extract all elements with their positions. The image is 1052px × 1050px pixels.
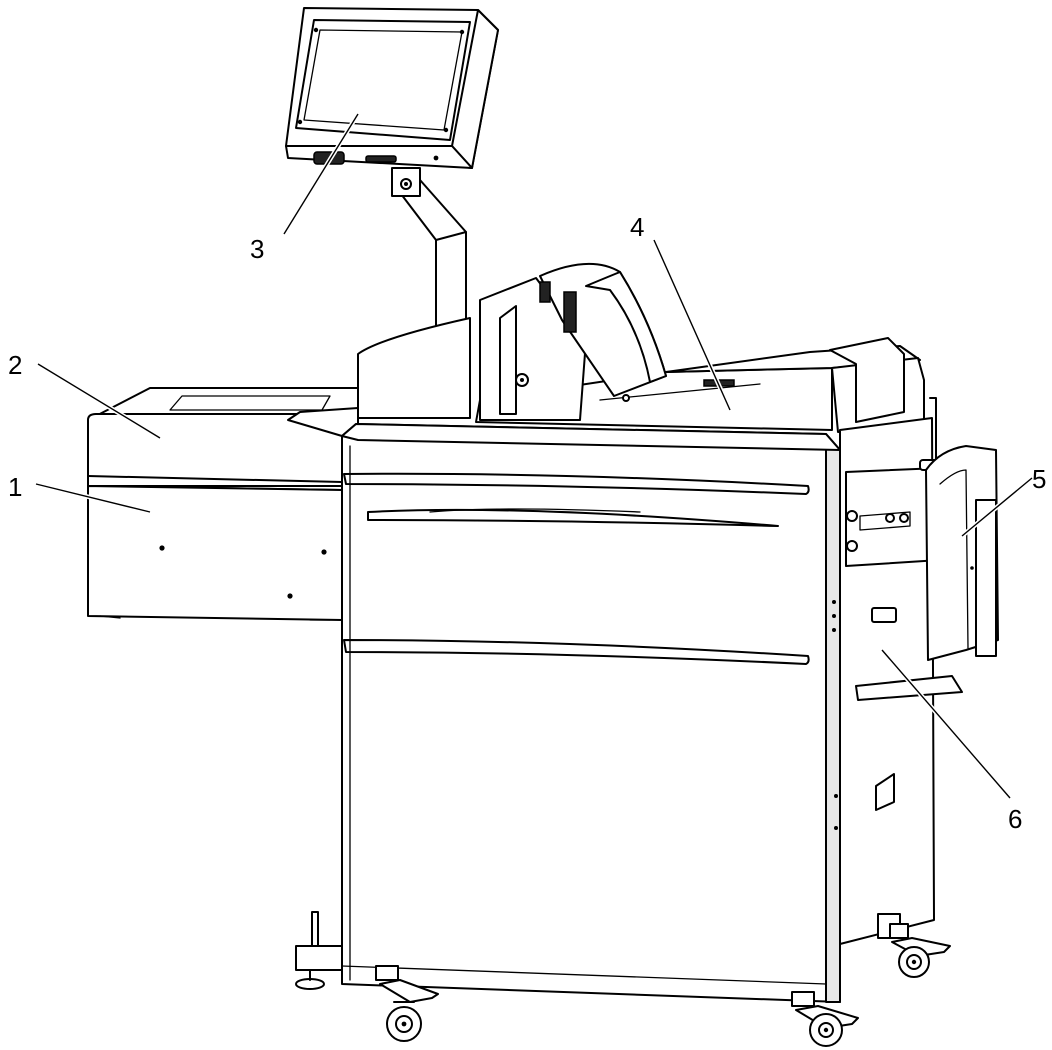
right-output-unit <box>839 397 999 945</box>
caster-rear-right <box>889 923 951 978</box>
callout-2: 2 <box>8 350 22 380</box>
leader-lines <box>35 112 1034 800</box>
leader-line-3 <box>282 112 360 236</box>
callout-3: 3 <box>250 234 264 264</box>
leader-line-6 <box>880 648 1012 800</box>
leader-line-2 <box>36 362 162 440</box>
leveling-foot <box>295 911 343 990</box>
leader-line-5 <box>960 476 1034 538</box>
leader-line-1 <box>35 481 151 515</box>
callout-6: 6 <box>1008 804 1022 834</box>
leader-line-4 <box>651 239 733 411</box>
callout-4: 4 <box>630 212 644 242</box>
callout-labels: 1 2 3 4 5 6 <box>8 212 1046 834</box>
top-assembly <box>475 263 925 433</box>
caster-front-right <box>791 991 859 1047</box>
callout-1: 1 <box>8 472 22 502</box>
callout-5: 5 <box>1032 464 1046 494</box>
main-cabinet <box>341 317 841 1003</box>
monitor-assembly <box>285 7 499 327</box>
left-feeder-module <box>87 387 361 621</box>
caster-front-left <box>375 965 439 1042</box>
